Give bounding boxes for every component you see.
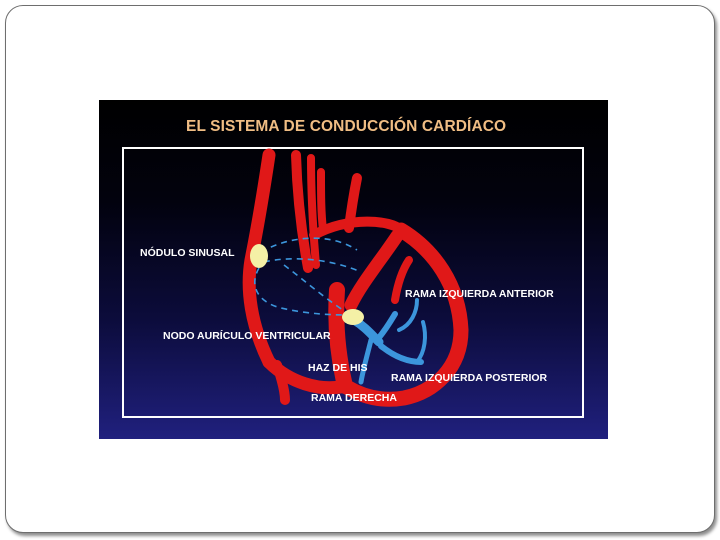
label-rama-izquierda-posterior: RAMA IZQUIERDA POSTERIOR xyxy=(391,372,548,384)
label-haz-de-his: HAZ DE HIS xyxy=(308,362,368,374)
anterior-fascicle-branch xyxy=(399,300,417,330)
heart-conduction-figure: EL SISTEMA DE CONDUCCIÓN CARDÍACO xyxy=(99,100,608,439)
label-rama-derecha: RAMA DERECHA xyxy=(311,392,397,404)
left-anterior-fascicle xyxy=(377,314,395,340)
posterior-fascicle-branch xyxy=(417,322,425,362)
heart-diagram: EL SISTEMA DE CONDUCCIÓN CARDÍACO xyxy=(99,100,608,439)
left-atrium-inner-wall xyxy=(351,236,397,305)
aortic-arch-branch xyxy=(321,172,323,230)
atrioventricular-node xyxy=(342,309,364,325)
left-atrium-roof xyxy=(314,222,401,235)
label-nodo-av: NODO AURÍCULO VENTRICULAR xyxy=(163,329,331,342)
label-nodulo-sinusal: NÓDULO SINUSAL xyxy=(140,246,235,259)
left-posterior-fascicle xyxy=(381,346,421,362)
figure-title: EL SISTEMA DE CONDUCCIÓN CARDÍACO xyxy=(186,117,506,135)
aorta-right-wall xyxy=(311,158,316,265)
sinoatrial-node xyxy=(250,244,268,268)
label-rama-izquierda-anterior: RAMA IZQUIERDA ANTERIOR xyxy=(405,288,554,300)
right-bundle-branch xyxy=(361,340,371,382)
aorta-left-wall xyxy=(296,155,308,268)
right-ventricle-base xyxy=(277,365,285,400)
